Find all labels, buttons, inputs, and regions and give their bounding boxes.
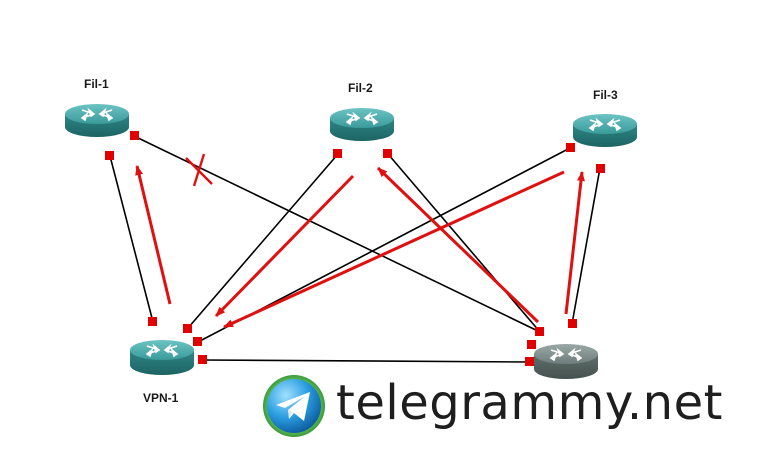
port-vpn1-b [183, 324, 192, 333]
port-fil2-b [383, 149, 392, 158]
links [109, 135, 601, 363]
port-fil3-a [566, 143, 575, 152]
port-fil3-b [596, 164, 605, 173]
router-label-fil2: Fil-2 [348, 81, 373, 95]
router-arrows-icon [588, 117, 622, 132]
router-fil1[interactable] [65, 104, 129, 137]
router-arrows-icon [549, 347, 583, 362]
port-vpn1-c [193, 337, 202, 346]
flow-arrow-vpn1-to-fil1 [135, 165, 172, 305]
port-vpn2-c [568, 319, 577, 328]
port-fil2-a [333, 149, 342, 158]
port-vpn1-a [148, 317, 157, 326]
router-label-vpn1: VPN-1 [143, 391, 179, 405]
link-fil2-vpn1[interactable] [187, 153, 339, 329]
router-vpn1[interactable] [130, 340, 194, 375]
flow-arrow-fil3-to-vpn1 [223, 170, 565, 329]
link-fil1-vpn1[interactable] [109, 155, 154, 323]
port-vpn2-a [535, 327, 544, 336]
router-arrows-icon [345, 111, 379, 126]
router-arrows-icon [80, 107, 114, 122]
port-vpn2-d [525, 357, 534, 366]
port-fil1-b [130, 131, 139, 140]
port-vpn2-b [527, 340, 536, 349]
telegram-logo-icon [263, 375, 325, 437]
port-fil1-a [105, 151, 114, 160]
flow-arrow-fil2-to-vpn1 [214, 174, 355, 318]
flow-arrow-vpn2-to-fil2 [376, 166, 540, 324]
link-vpn1-vpn2[interactable] [201, 359, 531, 363]
link-failure-mark [185, 153, 213, 187]
traffic-flows [135, 165, 585, 329]
router-arrows-icon [145, 343, 179, 358]
router-fil3[interactable] [573, 114, 637, 147]
link-fil3-vpn2[interactable] [571, 167, 601, 325]
router-label-fil1: Fil-1 [84, 77, 109, 91]
link-fil2-vpn2[interactable] [387, 153, 541, 333]
router-label-fil3: Fil-3 [593, 88, 618, 102]
router-fil2[interactable] [330, 108, 394, 141]
watermark-text: telegrammy.net [336, 375, 723, 431]
router-vpn2[interactable] [534, 344, 598, 379]
port-markers [105, 131, 605, 366]
flow-arrow-vpn2-to-fil3 [564, 171, 585, 315]
link-fil1-vpn2[interactable] [133, 135, 541, 333]
port-vpn1-d [198, 355, 207, 364]
